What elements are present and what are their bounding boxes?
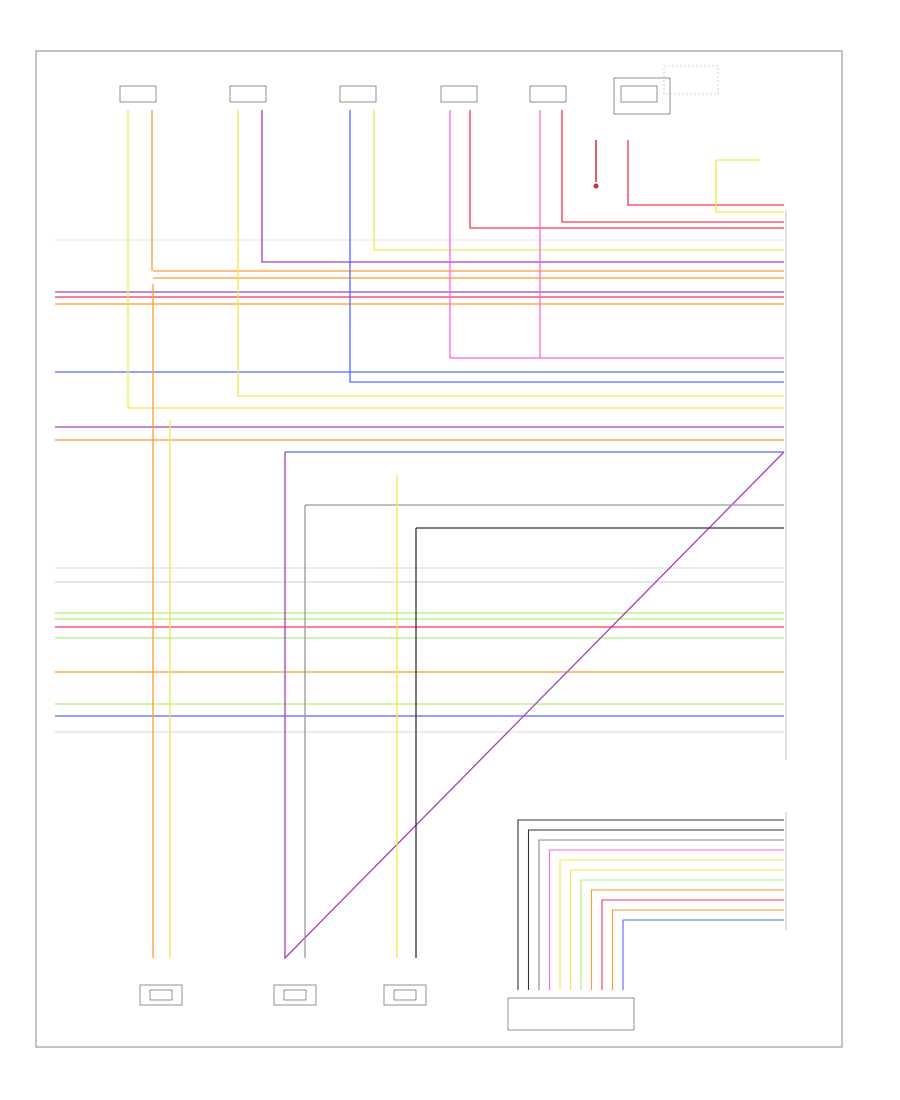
- wire: [627, 140, 784, 206]
- connector-icon: [339, 85, 377, 103]
- wire: [561, 110, 784, 223]
- wire: [590, 889, 784, 990]
- wire: [715, 160, 784, 213]
- wire: [373, 110, 784, 251]
- connector-icon: [229, 85, 267, 103]
- wire: [127, 110, 784, 409]
- wire: [538, 839, 784, 990]
- speaker-icon: [383, 984, 427, 1006]
- diagram-frame: [35, 50, 843, 1048]
- wire: [580, 879, 784, 990]
- bottom-components: [139, 984, 635, 1031]
- wire: [548, 849, 784, 990]
- wire: [559, 859, 784, 990]
- wire: [611, 909, 784, 990]
- connector-icon: [613, 77, 671, 115]
- wire: [517, 819, 784, 990]
- wire: [569, 869, 784, 990]
- top-components: [119, 77, 671, 115]
- wire: [237, 110, 784, 397]
- wire: [349, 110, 784, 383]
- wire: [469, 110, 784, 229]
- wire: [449, 110, 784, 359]
- speaker-icon: [273, 984, 317, 1006]
- connector-icon: [440, 85, 478, 103]
- wire: [284, 451, 785, 960]
- speaker-icon: [139, 984, 183, 1006]
- wire: [601, 899, 784, 990]
- connector-icon: [119, 85, 157, 103]
- connector-icon: [529, 85, 567, 103]
- wire: [527, 829, 784, 990]
- connector-icon: [507, 997, 635, 1031]
- wire: [261, 110, 784, 263]
- wire: [622, 919, 784, 990]
- wires: [55, 110, 785, 990]
